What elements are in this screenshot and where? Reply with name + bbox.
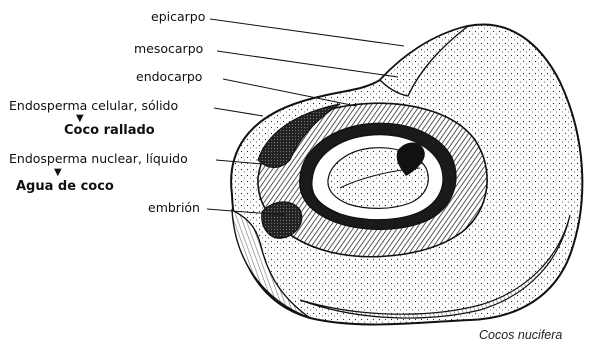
leader-endosperma-celular — [214, 108, 263, 116]
leader-mesocarpo — [217, 51, 398, 77]
down-arrow-icon: ▼ — [54, 168, 62, 178]
coconut-body — [231, 24, 582, 324]
label-endocarpo: endocarpo — [136, 70, 202, 84]
leader-epicarpo — [210, 19, 404, 46]
label-coco-rallado: Coco rallado — [64, 124, 155, 138]
label-endosperma-nuclear: Endosperma nuclear, líquido — [9, 152, 188, 166]
label-endosperma-celular: Endosperma celular, sólido — [9, 99, 178, 113]
species-caption: Cocos nucifera — [479, 328, 562, 342]
label-epicarpo: epicarpo — [151, 10, 205, 24]
label-embrion: embrión — [148, 201, 200, 215]
label-mesocarpo: mesocarpo — [134, 42, 203, 56]
label-agua-de-coco: Agua de coco — [16, 180, 114, 194]
